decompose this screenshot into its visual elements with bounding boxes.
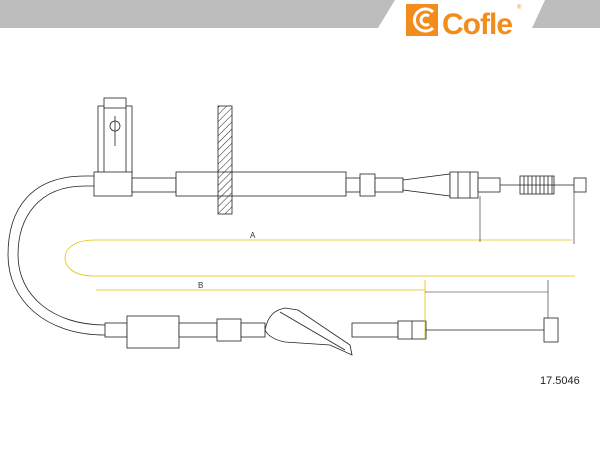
bracket-top-tab	[103, 97, 127, 109]
logo-mark-c-outer	[413, 7, 435, 33]
hatched-mounting-plate	[217, 105, 233, 215]
cable-end-nipple-upper	[573, 177, 587, 193]
protective-sleeve	[175, 171, 347, 197]
crimp-ferrule-lower	[216, 318, 242, 342]
lower-guide-bracket	[264, 307, 353, 356]
cable-tube-lower-4	[351, 322, 399, 338]
cable-tube-3	[374, 177, 404, 193]
upper-cable-end	[93, 97, 587, 199]
cofle-logo: Cofle ®	[406, 4, 522, 41]
left-banner-bar	[0, 0, 395, 28]
cable-tube-lower-3	[240, 322, 266, 338]
end-fitting-cone	[402, 173, 451, 197]
end-fitting-nut	[449, 171, 479, 199]
registered-mark: ®	[517, 4, 522, 11]
dimension-a	[64, 239, 575, 277]
cable-tube-lower-1	[104, 322, 128, 338]
cable-loop-inner	[17, 185, 106, 326]
cable-sheath	[7, 175, 106, 336]
guide-bracket-detail	[279, 311, 346, 351]
lower-cable-end	[104, 307, 559, 356]
dimension-b	[96, 280, 426, 340]
grommet-collar	[93, 171, 133, 197]
crimp-ferrule	[359, 173, 376, 197]
cable-loop-outer	[7, 175, 106, 336]
threaded-fitting	[477, 177, 501, 193]
protective-sleeve-lower	[126, 315, 180, 349]
plate-hatched-body	[217, 105, 233, 215]
header-banner	[0, 0, 600, 28]
cable-tube-2	[345, 177, 361, 193]
logo-wordmark: Cofle	[442, 8, 512, 41]
cable-tube-1	[131, 177, 177, 193]
logo-mark-c-inner	[419, 13, 430, 27]
dimension-b-label: B	[198, 281, 203, 290]
part-number: 17.5046	[540, 375, 580, 387]
dimension-a-label: A	[250, 231, 256, 240]
cable-end-nipple-lower	[543, 317, 559, 343]
right-banner-bar	[532, 0, 600, 28]
dimension-extension-lines	[425, 192, 575, 318]
cable-tube-lower-2	[178, 322, 218, 338]
dimension-a-line	[64, 239, 575, 277]
